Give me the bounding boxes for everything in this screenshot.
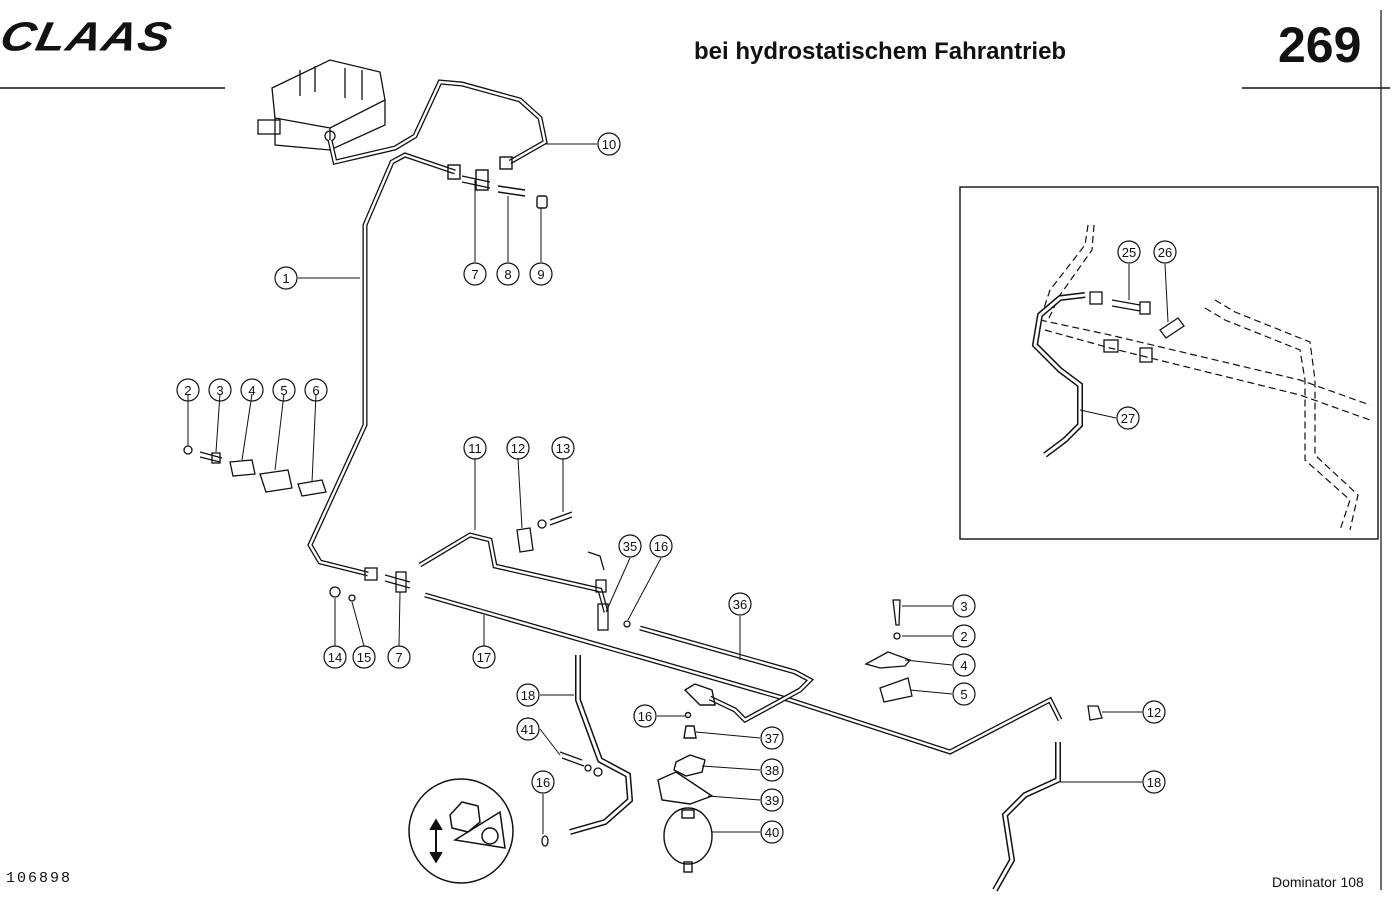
svg-text:10: 10 xyxy=(602,137,616,152)
svg-text:36: 36 xyxy=(733,597,747,612)
callout-25: 25 xyxy=(1117,240,1141,264)
callout-15: 15 xyxy=(352,645,376,669)
callout-2: 2 xyxy=(176,378,200,402)
inset-fittings xyxy=(1089,291,1185,363)
svg-text:7: 7 xyxy=(471,267,478,282)
callout-16-middle: 16 xyxy=(633,704,657,728)
svg-text:4: 4 xyxy=(960,658,967,673)
fitting-group-top xyxy=(447,156,548,209)
svg-text:35: 35 xyxy=(623,539,637,554)
inset-detail-frame xyxy=(959,186,1379,540)
small-parts-bottom xyxy=(541,751,603,847)
callout-9: 9 xyxy=(529,262,553,286)
svg-text:37: 37 xyxy=(765,731,779,746)
svg-text:13: 13 xyxy=(556,441,570,456)
svg-text:9: 9 xyxy=(537,267,544,282)
callout-6: 6 xyxy=(304,378,328,402)
callout-4: 4 xyxy=(240,378,264,402)
callout-5: 5 xyxy=(272,378,296,402)
callout-18: 18 xyxy=(516,683,540,707)
svg-text:3: 3 xyxy=(960,599,967,614)
svg-text:1: 1 xyxy=(282,271,289,286)
svg-text:18: 18 xyxy=(1147,775,1161,790)
callout-37: 37 xyxy=(760,726,784,750)
callout-18-right: 18 xyxy=(1142,770,1166,794)
svg-text:15: 15 xyxy=(357,650,371,665)
svg-text:40: 40 xyxy=(765,825,779,840)
svg-text:5: 5 xyxy=(960,687,967,702)
callout-7: 7 xyxy=(463,262,487,286)
model-name: Dominator 108 xyxy=(1272,874,1364,890)
callout-3-right: 3 xyxy=(952,594,976,618)
svg-text:12: 12 xyxy=(511,441,525,456)
inset-pipes xyxy=(1037,224,1371,531)
callout-10: 10 xyxy=(597,132,621,156)
callout-5-right: 5 xyxy=(952,682,976,706)
callout-12: 12 xyxy=(506,436,530,460)
hardware-group-left xyxy=(183,445,327,497)
document-number: 106898 xyxy=(6,870,73,887)
svg-text:14: 14 xyxy=(328,650,342,665)
page-title: bei hydrostatischem Fahrantrieb xyxy=(694,38,1067,65)
callout-12-right: 12 xyxy=(1142,700,1166,724)
callout-11: 11 xyxy=(463,436,487,460)
pipe-1 xyxy=(307,152,456,577)
svg-text:26: 26 xyxy=(1158,245,1172,260)
callout-2-right: 2 xyxy=(952,624,976,648)
svg-text:11: 11 xyxy=(468,441,482,456)
callout-26: 26 xyxy=(1153,240,1177,264)
callout-14: 14 xyxy=(323,645,347,669)
callout-39: 39 xyxy=(760,788,784,812)
svg-text:2: 2 xyxy=(184,383,191,398)
callout-35: 35 xyxy=(618,534,642,558)
callout-1: 1 xyxy=(274,266,298,290)
callout-16: 16 xyxy=(649,534,673,558)
accumulator-assembly xyxy=(657,683,716,873)
svg-text:2: 2 xyxy=(960,629,967,644)
svg-text:39: 39 xyxy=(765,793,779,808)
leader-lines xyxy=(187,143,1169,834)
callout-4-right: 4 xyxy=(952,653,976,677)
svg-text:5: 5 xyxy=(280,383,287,398)
callout-40: 40 xyxy=(760,820,784,844)
svg-text:16: 16 xyxy=(638,709,652,724)
svg-text:27: 27 xyxy=(1121,411,1135,426)
callouts: 10 7 8 9 1 2 3 4 5 6 11 12 13 35 16 14 1… xyxy=(176,132,1177,844)
tee-fittings xyxy=(329,551,631,631)
callout-27: 27 xyxy=(1116,406,1140,430)
svg-text:3: 3 xyxy=(216,383,223,398)
svg-text:6: 6 xyxy=(312,383,319,398)
svg-text:41: 41 xyxy=(521,722,535,737)
callout-7-lower: 7 xyxy=(387,645,411,669)
callout-38: 38 xyxy=(760,758,784,782)
svg-text:12: 12 xyxy=(1147,705,1161,720)
callout-3: 3 xyxy=(208,378,232,402)
svg-text:4: 4 xyxy=(248,383,255,398)
svg-text:16: 16 xyxy=(654,539,668,554)
svg-text:16: 16 xyxy=(536,775,550,790)
clamp-12-13 xyxy=(516,511,573,553)
callout-36: 36 xyxy=(728,592,752,616)
svg-text:25: 25 xyxy=(1122,245,1136,260)
hardware-group-right xyxy=(864,599,1103,721)
svg-text:8: 8 xyxy=(504,267,511,282)
hose-27 xyxy=(1031,292,1086,458)
control-valve-block xyxy=(257,59,386,151)
callout-16-bottom: 16 xyxy=(531,770,555,794)
page-number: 269 xyxy=(1278,17,1362,73)
svg-text:18: 18 xyxy=(521,688,535,703)
adjust-symbol xyxy=(408,778,514,884)
svg-text:38: 38 xyxy=(765,763,779,778)
callout-13: 13 xyxy=(551,436,575,460)
svg-text:17: 17 xyxy=(477,650,491,665)
callout-17: 17 xyxy=(472,645,496,669)
callout-41: 41 xyxy=(516,717,540,741)
callout-8: 8 xyxy=(496,262,520,286)
svg-text:7: 7 xyxy=(395,650,402,665)
